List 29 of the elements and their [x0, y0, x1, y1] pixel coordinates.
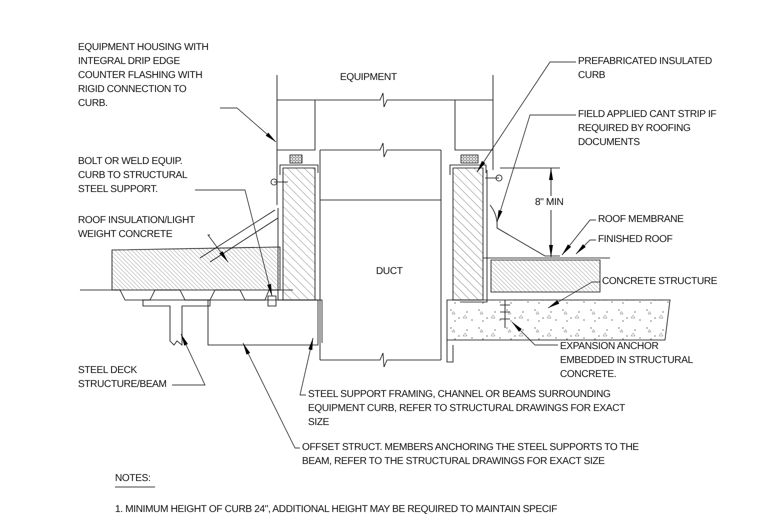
callout-text: OFFSET STRUCT. MEMBERS ANCHORING THE STEEL SUPPORTS TO THE BEAM, REFER TO THE STRUCTURAL DRAWINGS FOR EXACT SIZE [302, 441, 640, 469]
leader-line [194, 190, 272, 296]
callout-text: PREFABRICATED INSULATED CURB [578, 55, 713, 83]
callout-text: CONCRETE STRUCTURE [602, 275, 718, 289]
leader-line [172, 334, 206, 386]
leader-line [207, 234, 228, 262]
callout-text: FIELD APPLIED CANT STRIP IF REQUIRED BY ROOFING DOCUMENTS [578, 108, 718, 150]
callout-text: FINISHED ROOF [598, 233, 672, 247]
callout-text: BOLT OR WELD EQUIP. CURB TO STRUCTURAL STEEL SUPPORT. [78, 155, 188, 197]
leader-line [512, 322, 558, 346]
leader-line [562, 220, 596, 256]
callout-text: ROOF INSULATION/LIGHT WEIGHT CONCRETE [78, 214, 196, 242]
leader-line [576, 240, 596, 254]
callout-text: EXPANSION ANCHOR EMBEDDED IN STRUCTURAL CONCRETE. [560, 340, 694, 382]
note-text: 1. MINIMUM HEIGHT OF CURB 24", ADDITIONAL HEIGHT MAY BE REQUIRED TO MAINTAIN SPECIF [115, 503, 558, 517]
leader-line [548, 282, 600, 308]
equipment-label: EQUIPMENT [340, 71, 397, 85]
callout-text: EQUIPMENT HOUSING WITH INTEGRAL DRIP EDGE COUNTER FLASHING WITH RIGID CONNECTION TO CURB. [78, 41, 210, 111]
callout-text: ROOF MEMBRANE [598, 213, 684, 227]
leader-line [242, 342, 300, 448]
leader-line [220, 108, 276, 142]
duct-label: DUCT [376, 265, 403, 279]
callout-text: STEEL DECK STRUCTURE/BEAM [78, 364, 168, 392]
leader-line [476, 62, 576, 172]
dimension-label: 8" MIN [535, 196, 564, 210]
callout-text: STEEL SUPPORT FRAMING, CHANNEL OR BEAMS SURROUNDING EQUIPMENT CURB, REFER TO STRUCTURAL DRAWINGS FOR EXACT SIZE [308, 388, 626, 430]
leader-line [300, 338, 314, 396]
notes-heading: NOTES: [115, 472, 150, 486]
leader-line [496, 114, 576, 222]
